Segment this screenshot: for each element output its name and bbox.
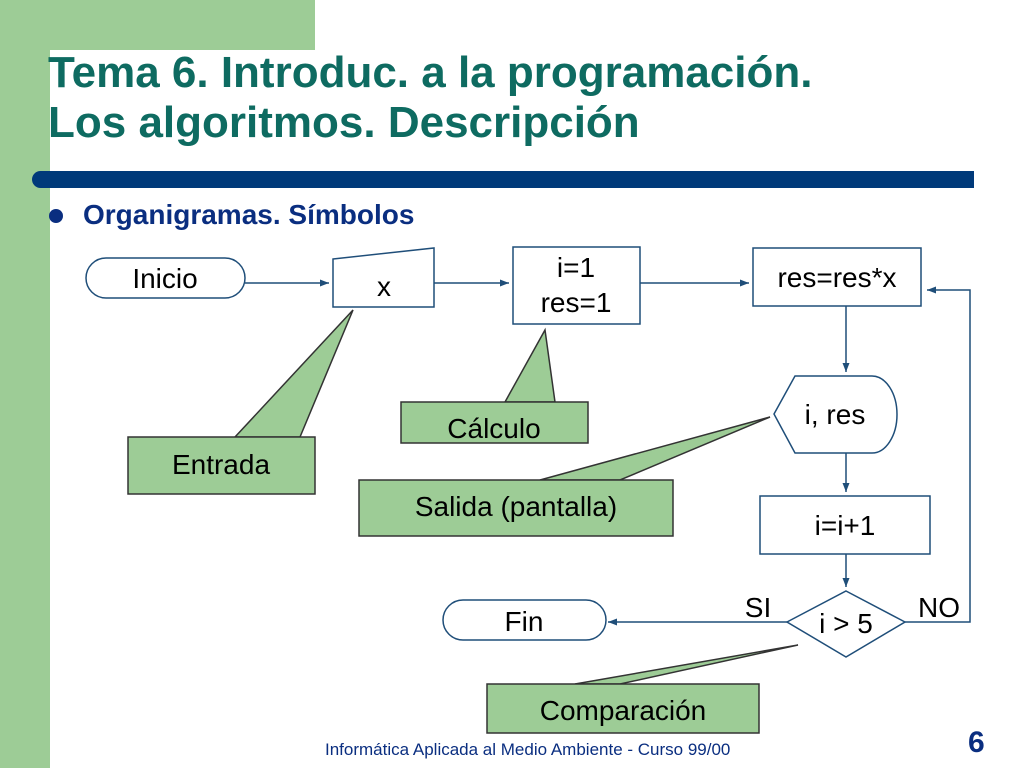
title-line-2: Los algoritmos. Descripción xyxy=(48,98,640,147)
callout-box-entrada xyxy=(127,436,316,495)
callout-box-comparacion xyxy=(486,683,760,734)
title-divider-bar xyxy=(32,171,974,188)
callout-box-calculo xyxy=(400,401,589,444)
start-label: Inicio xyxy=(132,263,197,294)
slide-footer: Informática Aplicada al Medio Ambiente -… xyxy=(325,740,731,759)
input-label: x xyxy=(377,271,391,302)
top-accent-band xyxy=(50,0,315,50)
output-display-shape xyxy=(773,375,898,454)
multiply-label: res=res*x xyxy=(777,262,896,293)
callout-label-calculo: Cálculo xyxy=(447,413,540,444)
condition-label: i > 5 xyxy=(819,608,873,639)
end-label: Fin xyxy=(505,606,544,637)
increment-process-box xyxy=(759,495,931,555)
left-accent-band xyxy=(0,0,50,768)
callout-pointer-comparacion xyxy=(574,644,799,685)
output-label: i, res xyxy=(805,399,866,430)
init-label-line2: res=1 xyxy=(541,287,612,318)
callout-label-entrada: Entrada xyxy=(172,449,270,480)
condition-decision-diamond xyxy=(785,590,907,658)
callout-pointer-entrada xyxy=(233,309,354,438)
slide-title: Tema 6. Introduc. a la programación. Los… xyxy=(48,48,812,148)
title-line-1: Tema 6. Introduc. a la programación. xyxy=(48,48,813,97)
callout-pointer-calculo xyxy=(503,327,556,403)
increment-label: i=i+1 xyxy=(815,510,876,541)
bullet-dot xyxy=(49,209,63,223)
no-branch-label: NO xyxy=(918,592,960,623)
page-number: 6 xyxy=(968,726,985,759)
callout-label-comparacion: Comparación xyxy=(540,695,707,726)
arrow-loop-no-branch xyxy=(905,286,971,623)
callout-label-salida: Salida (pantalla) xyxy=(415,491,617,522)
init-label-line1: i=1 xyxy=(557,252,595,283)
end-terminal xyxy=(442,599,607,641)
bullet-text: Organigramas. Símbolos xyxy=(83,199,415,230)
start-terminal xyxy=(85,257,246,299)
callout-box-salida xyxy=(358,479,674,537)
input-shape xyxy=(332,247,435,308)
yes-branch-label: SI xyxy=(745,592,771,623)
multiply-process-box xyxy=(752,247,922,307)
init-process-box xyxy=(512,246,641,325)
